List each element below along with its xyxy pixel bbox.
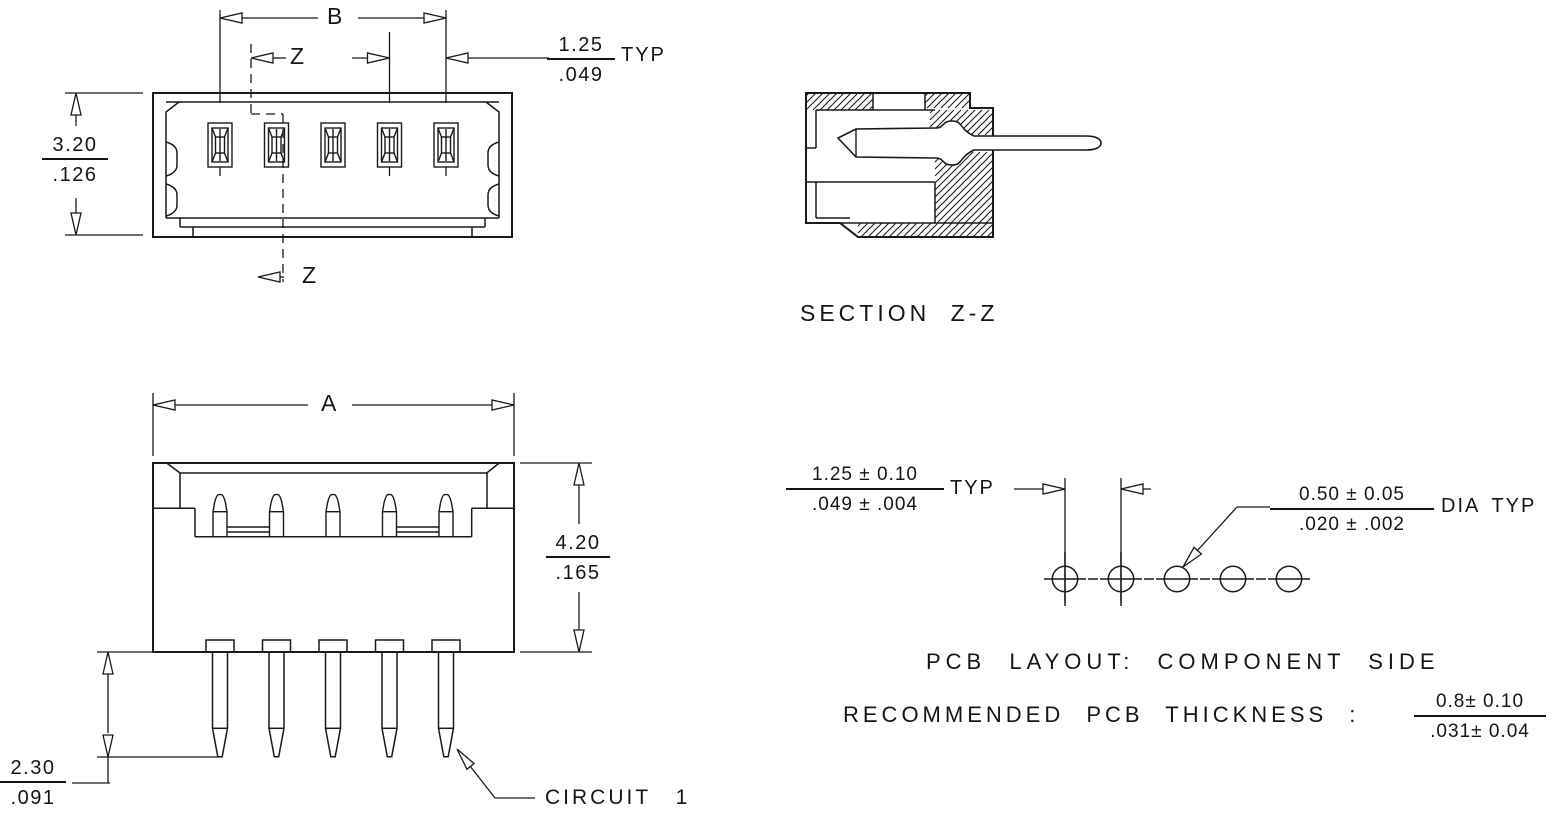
pcb-pitch-metric: 1.25 ± 0.10 (786, 464, 944, 490)
pcb-holes (1044, 552, 1310, 606)
terminal-slots (207, 122, 459, 168)
front-view-linework (152, 92, 513, 238)
pcb-thickness-dimension: 0.8± 0.10 .031± 0.04 (1414, 691, 1546, 743)
section-mark-bottom-label: Z (302, 262, 317, 288)
section-mark-top-label: Z (290, 43, 305, 69)
section-view-linework (805, 92, 1102, 238)
solder-pins (211, 652, 455, 758)
pin-length-metric: 2.30 (0, 757, 66, 783)
section-caption: SECTION Z-Z (800, 300, 999, 326)
front-pitch-qualifier: TYP (621, 44, 666, 66)
front-pitch-dimension: 1.25 .049 (547, 34, 615, 87)
pcb-pitch-qualifier: TYP (950, 477, 995, 499)
pcb-pitch-inch: .049 ± .004 (812, 494, 918, 515)
pcb-thickness-inch: .031± 0.04 (1430, 721, 1530, 742)
front-pitch-inch: .049 (558, 64, 604, 86)
side-view-dimensions (72, 393, 592, 799)
side-height-dimension: 4.20 .165 (546, 532, 610, 585)
side-height-metric: 4.20 (546, 532, 610, 558)
hole-dia-qualifier: DIA TYP (1441, 495, 1537, 517)
contact-pin (836, 120, 1102, 166)
pin-exit-notches (205, 639, 461, 652)
pin-length-inch: .091 (10, 787, 56, 809)
front-pitch-metric: 1.25 (547, 34, 615, 60)
pcb-thickness-label: RECOMMENDED PCB THICKNESS : (843, 702, 1360, 727)
hole-diameter-dimension: 0.50 ± 0.05 .020 ± .002 (1270, 484, 1434, 536)
side-view-linework (152, 462, 515, 758)
pcb-layout-caption: PCB LAYOUT: COMPONENT SIDE (926, 649, 1440, 674)
front-height-metric: 3.20 (42, 134, 108, 160)
side-height-inch: .165 (555, 562, 601, 584)
front-view-dimensions (65, 10, 549, 283)
pin-length-dimension: 2.30 .091 (0, 757, 66, 810)
hole-dia-inch: .020 ± .002 (1299, 514, 1405, 535)
front-height-inch: .126 (52, 164, 98, 186)
pcb-layout-linework (1014, 478, 1310, 606)
pcb-pitch-dimension: 1.25 ± 0.10 .049 ± .004 (786, 464, 944, 516)
dim-a-label: A (321, 390, 338, 416)
front-height-dimension: 3.20 .126 (42, 134, 108, 187)
hole-dia-metric: 0.50 ± 0.05 (1270, 484, 1434, 510)
pcb-thickness-metric: 0.8± 0.10 (1414, 691, 1546, 717)
circuit-1-callout: CIRCUIT 1 (545, 786, 691, 809)
contact-posts (212, 493, 454, 537)
dim-b-label: B (327, 3, 344, 29)
